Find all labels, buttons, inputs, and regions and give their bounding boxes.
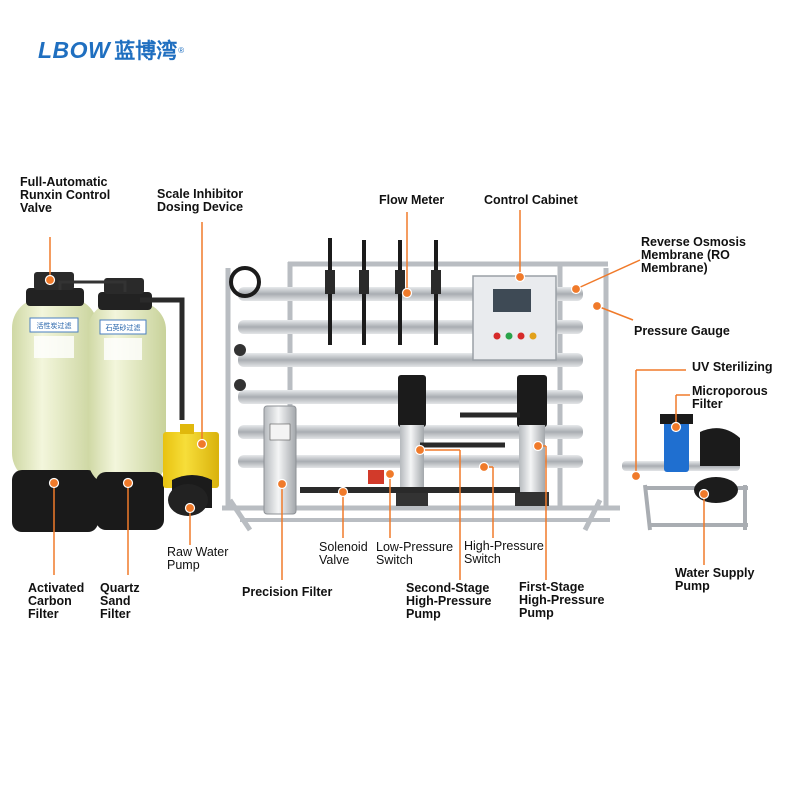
label-second-stage-high-pressure-pump: Second-Stage High-Pressure Pump — [406, 581, 492, 621]
label-high-pressure-switch: High-Pressure Switch — [464, 539, 544, 566]
carbon-tank-tag: 活性炭过滤 — [37, 321, 72, 330]
quartz-sand-tank: 石英砂过滤 — [88, 278, 166, 530]
dosing-device — [163, 424, 219, 516]
label-raw-water-pump: Raw Water Pump — [167, 545, 229, 572]
label-low-pressure-switch: Low-Pressure Switch — [376, 540, 454, 567]
activated-carbon-tank: 活性炭过滤 — [12, 272, 98, 532]
brand-latin: LBOW — [38, 36, 111, 63]
brand-registered-mark: ® — [178, 45, 185, 55]
label-full-automatic-control-valve: Full-Automatic Runxin Control Valve — [20, 175, 111, 215]
label-precision-filter: Precision Filter — [242, 585, 333, 599]
precision-filter-housing — [263, 405, 297, 515]
label-first-stage-high-pressure-pump: First-Stage High-Pressure Pump — [519, 580, 605, 620]
label-water-supply-pump: Water Supply Pump — [675, 566, 755, 593]
sand-tank-tag: 石英砂过滤 — [106, 323, 141, 332]
label-quartz-sand-filter: Quartz Sand Filter — [100, 581, 140, 621]
label-solenoid-valve: Solenoid Valve — [319, 540, 368, 567]
label-microporous-filter: Microporous Filter — [692, 384, 768, 411]
callout-dots — [44, 271, 710, 514]
brand-logo: LBOW 蓝博湾 ® — [38, 34, 184, 66]
first-stage-pump-unit — [515, 375, 549, 506]
label-scale-inhibitor-dosing-device: Scale Inhibitor Dosing Device — [157, 187, 244, 214]
label-activated-carbon-filter: Activated Carbon Filter — [28, 581, 85, 621]
label-flow-meter: Flow Meter — [379, 193, 445, 207]
second-stage-pump-unit — [396, 375, 428, 506]
label-reverse-osmosis-membrane: Reverse Osmosis Membrane (RO Membrane) — [641, 235, 746, 275]
label-control-cabinet: Control Cabinet — [484, 193, 578, 207]
label-pressure-gauge: Pressure Gauge — [634, 324, 730, 338]
brand-cjk: 蓝博湾 — [114, 39, 178, 63]
control-cabinet-box — [472, 275, 557, 361]
uv-skid — [622, 414, 748, 531]
label-uv-sterilizing: UV Sterilizing — [692, 360, 773, 374]
callout-lines — [49, 210, 705, 580]
